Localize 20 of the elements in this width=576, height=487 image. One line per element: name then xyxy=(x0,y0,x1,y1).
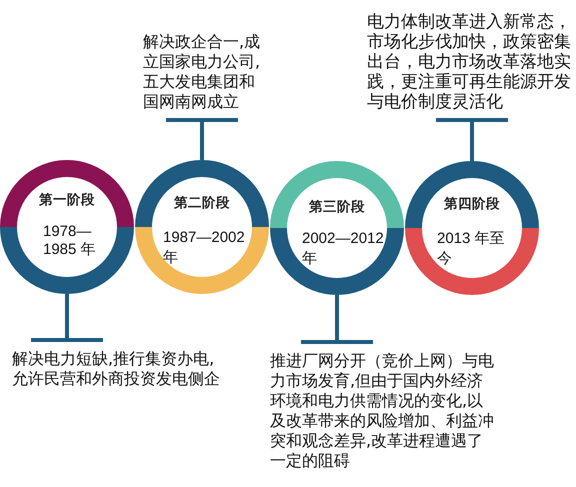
stage-description: 电力体制改革进入新常态，市场化步伐加快，政策密集出台，电力市场改革落地实践，更注重可再生能源开发与电价制度灵活化 xyxy=(367,12,573,118)
connector-line xyxy=(31,294,103,342)
connector-line xyxy=(436,118,508,161)
stage-ring xyxy=(405,161,539,295)
stage-title: 第三阶段 xyxy=(309,198,365,216)
stage-period: 1978—1985 年 xyxy=(43,223,97,259)
stage-title: 第二阶段 xyxy=(174,194,230,212)
stage-period: 1987—2002年 xyxy=(163,228,246,268)
stage-description: 解决政企合一,成立国家电力公司,五大发电集团和国网南网成立 xyxy=(143,32,265,118)
stage-title: 第一阶段 xyxy=(39,191,95,209)
stage-ring xyxy=(135,160,269,294)
connector-line xyxy=(166,118,238,160)
connector-line xyxy=(301,295,373,344)
stage-title: 第四阶段 xyxy=(444,195,500,213)
stage-period: 2002—2012年 xyxy=(302,229,385,269)
stage-description: 推进厂网分开（竞价上网）与电力市场发育,但由于国内外经济环境和电力供需情况的变化,以及改革带来的风险增加、利益冲突和观念差异,改革进程遭遇了一定的阻碍 xyxy=(270,344,495,471)
stage-ring xyxy=(0,160,134,294)
stage-description: 解决电力短缺,推行集资办电,允许民营和外商投资发电侧企 xyxy=(12,342,222,389)
stage-ring xyxy=(270,161,404,295)
stage-period: 2013 年至今 xyxy=(437,229,506,269)
